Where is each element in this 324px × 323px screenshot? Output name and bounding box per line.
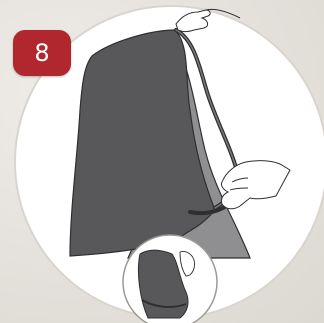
- detail-circle: [123, 235, 217, 323]
- step-number-badge: 8: [13, 30, 71, 76]
